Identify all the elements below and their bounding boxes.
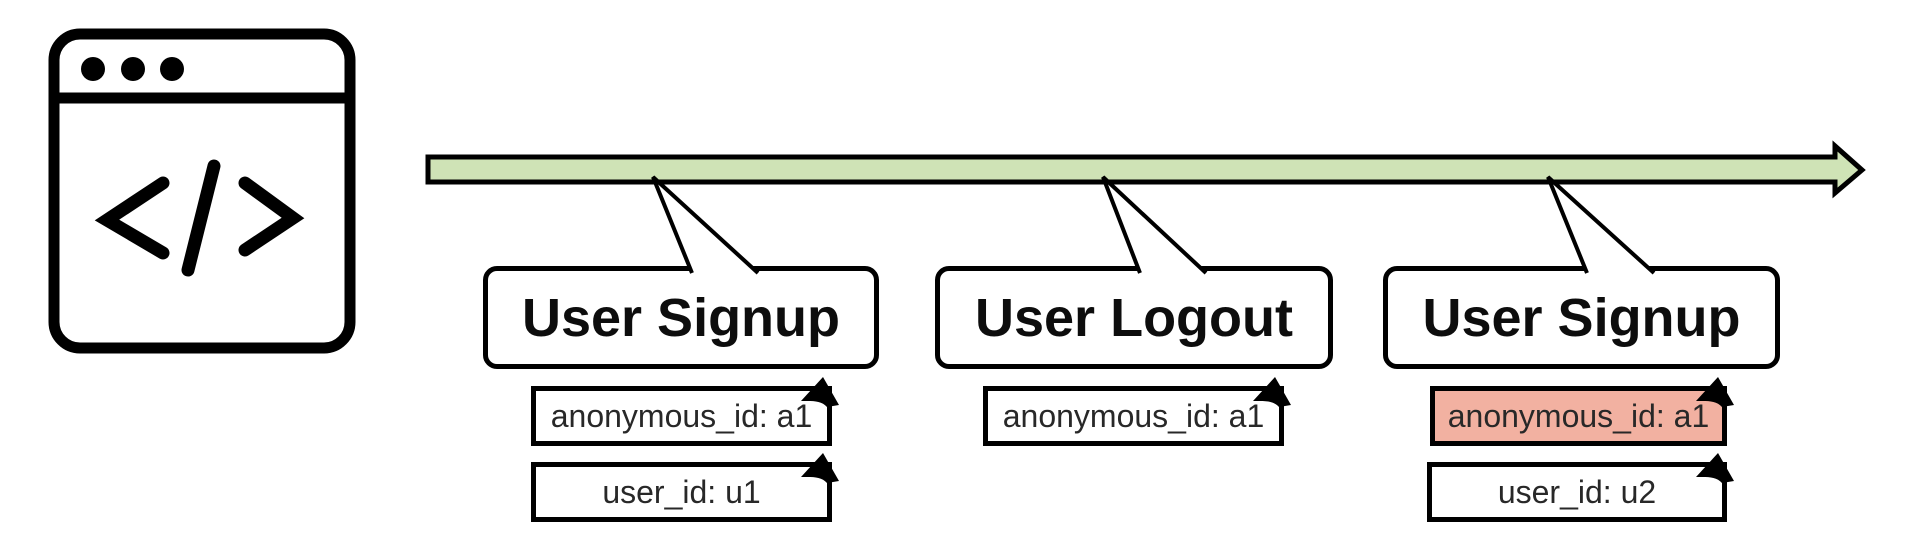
code-glyph-icon — [94, 159, 305, 277]
folded-corner-icon — [801, 453, 839, 483]
folded-corner-icon — [1696, 377, 1734, 407]
property-note-highlighted: anonymous_id: a1 — [1430, 377, 1734, 446]
browser-dots-icon — [81, 57, 184, 81]
property-text: anonymous_id: a1 — [1002, 397, 1265, 434]
property-note: user_id: u2 — [1427, 453, 1734, 522]
property-note: anonymous_id: a1 — [531, 377, 839, 446]
folded-corner-icon — [1253, 377, 1291, 407]
timeline-arrow — [425, 140, 1866, 199]
folded-corner-icon — [1696, 453, 1734, 483]
event-bubble-2: User Logout — [935, 266, 1333, 369]
property-text: anonymous_id: a1 — [1447, 397, 1710, 434]
event-label: User Logout — [975, 287, 1293, 348]
browser-code-icon — [48, 28, 356, 354]
property-note: user_id: u1 — [531, 453, 839, 522]
event-label: User Signup — [1422, 287, 1741, 348]
event-bubble-3: User Signup — [1383, 266, 1780, 369]
timeline-arrow-shape — [425, 140, 1866, 199]
property-text: user_id: u2 — [1497, 473, 1657, 510]
property-text: user_id: u1 — [602, 473, 761, 510]
property-text: anonymous_id: a1 — [550, 397, 813, 434]
property-note: anonymous_id: a1 — [983, 377, 1291, 446]
event-label: User Signup — [521, 287, 841, 348]
event-bubble-1: User Signup — [483, 266, 879, 369]
folded-corner-icon — [801, 377, 839, 407]
